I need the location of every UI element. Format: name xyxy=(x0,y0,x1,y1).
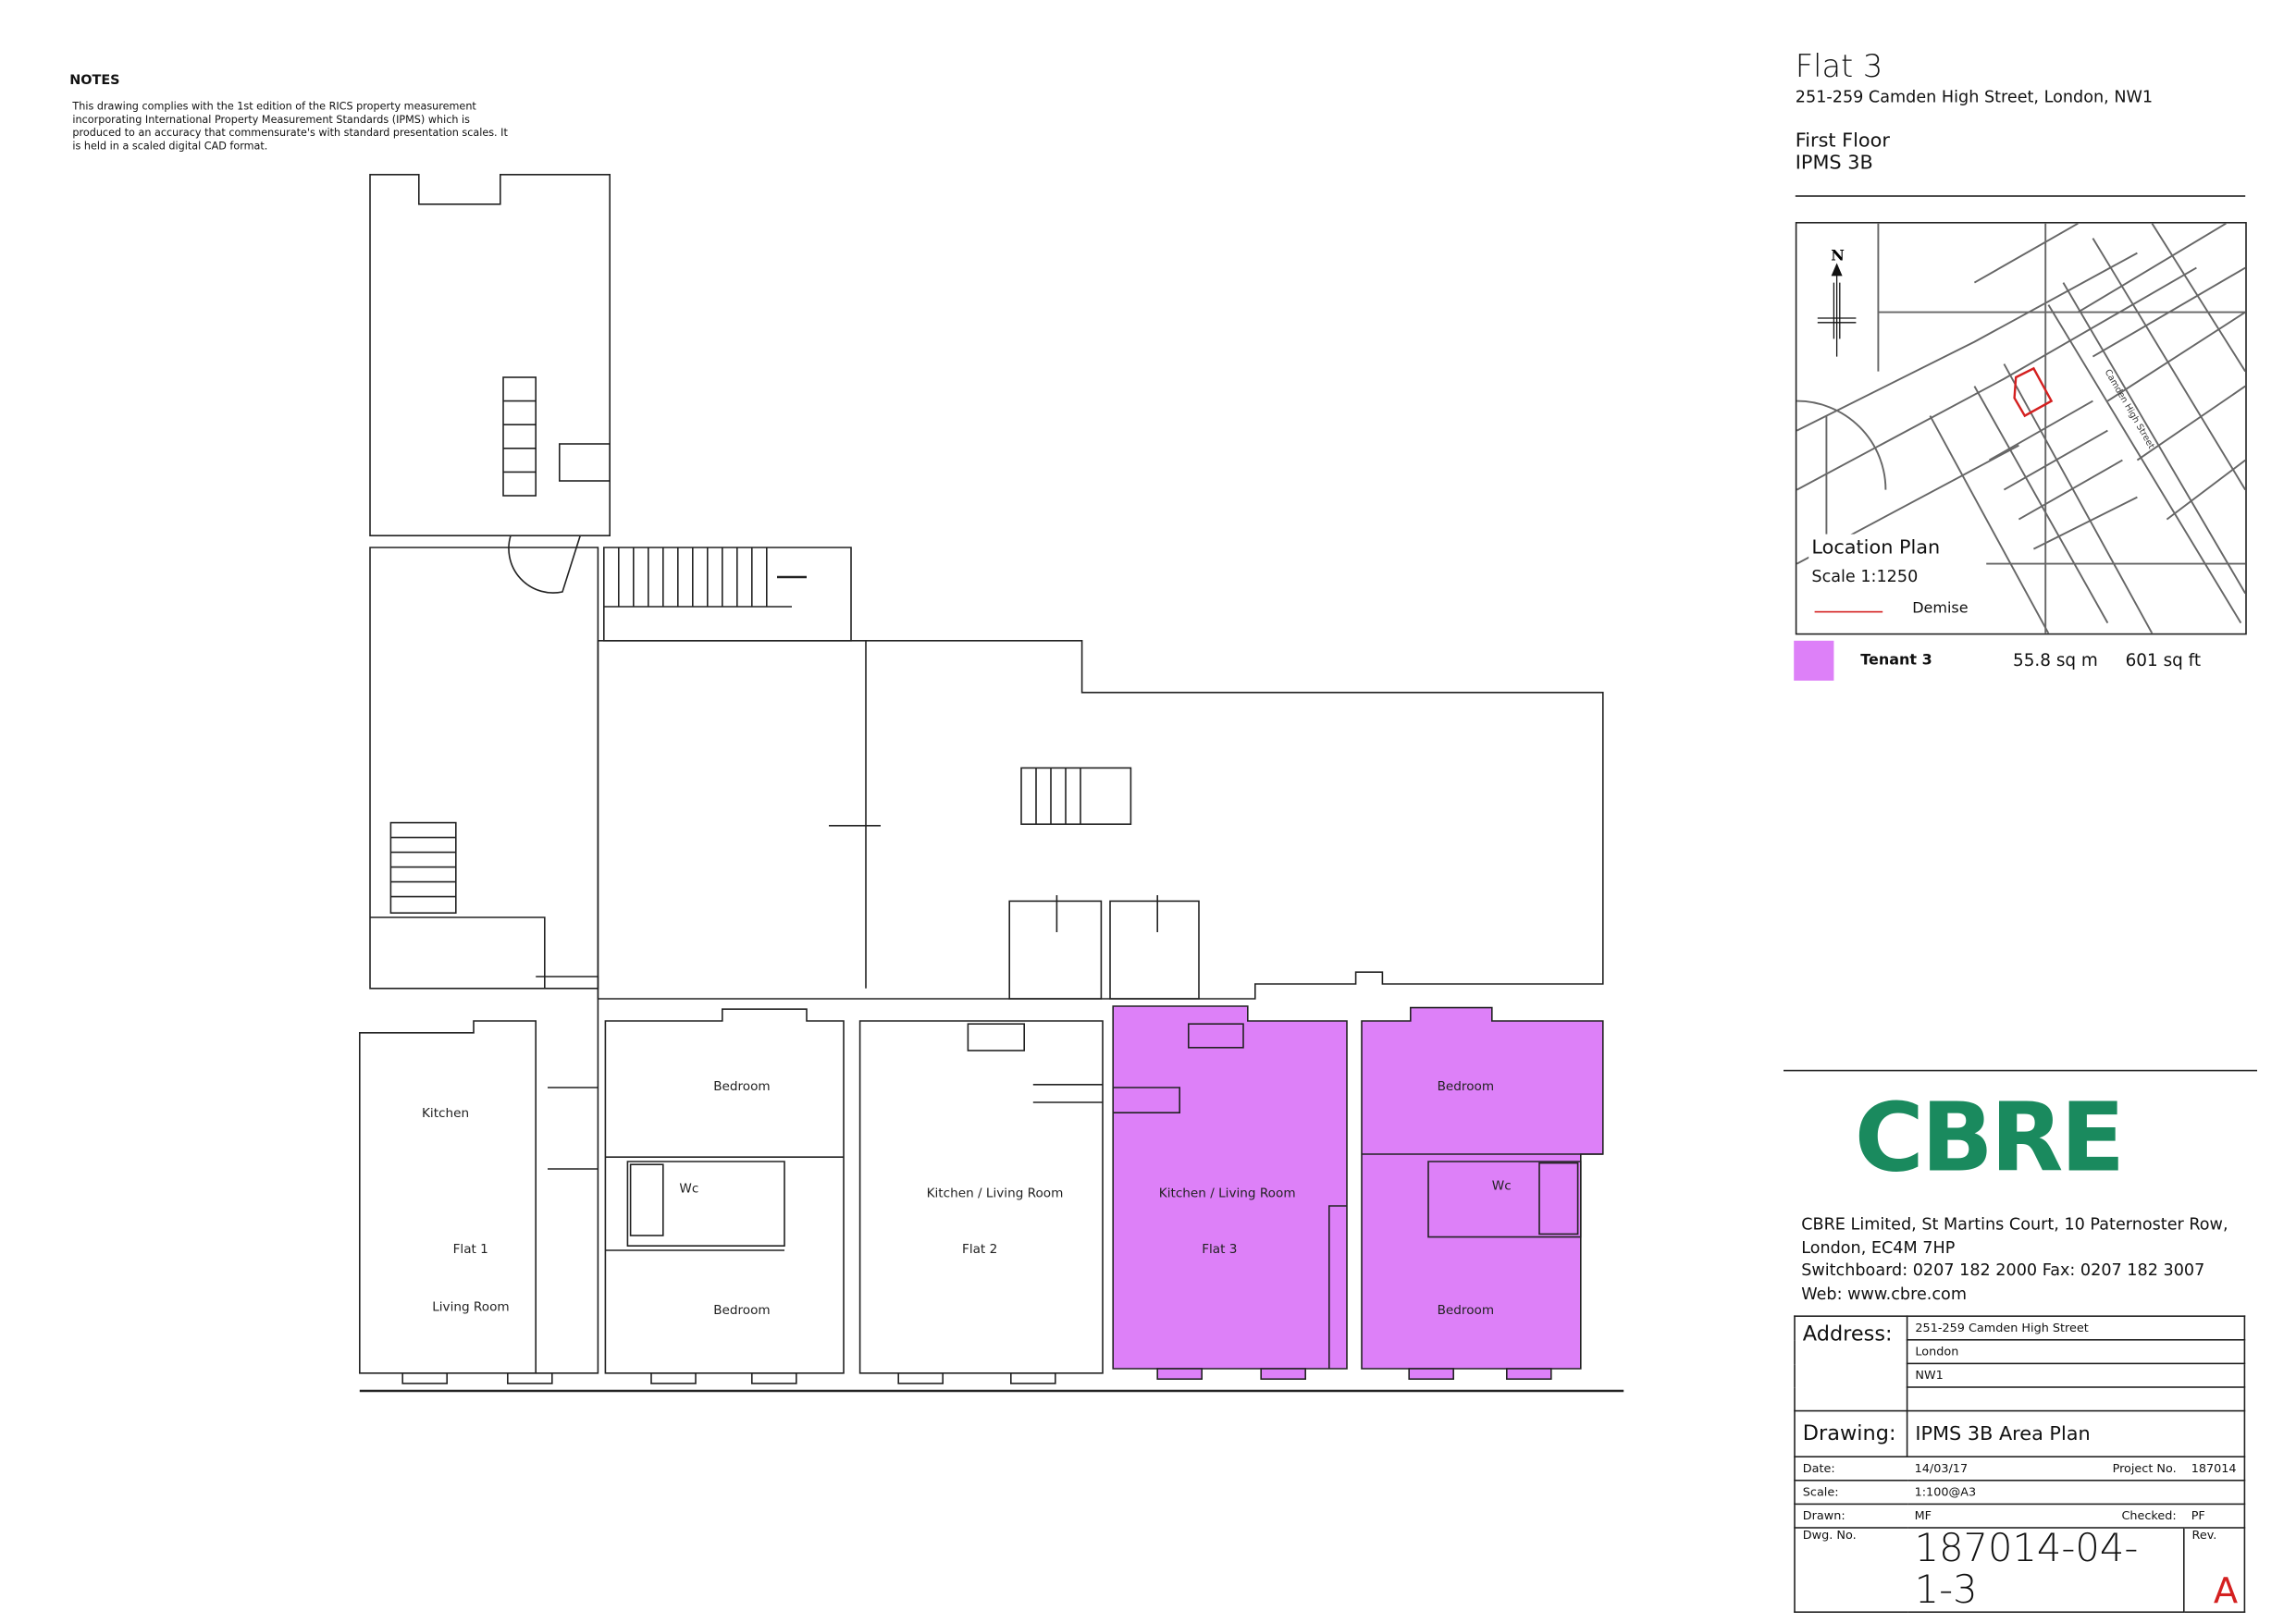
rev-value: A xyxy=(2213,1569,2239,1612)
drawn-label: Drawn: xyxy=(1794,1503,1907,1529)
address-line-3: NW1 xyxy=(1906,1362,2246,1388)
flat2-label: Flat 2 xyxy=(962,1242,997,1257)
room-label-wc: Wc xyxy=(679,1182,698,1197)
tenant-area-sqft: 601 sq ft xyxy=(2125,649,2202,670)
drawing-address: 251-259 Camden High Street, London, NW1 xyxy=(1795,87,2154,107)
address-label: Address: xyxy=(1794,1315,1908,1412)
rev-label: Rev. xyxy=(2191,1528,2217,1543)
checked-label: Checked: xyxy=(2035,1503,2184,1529)
divider xyxy=(1784,1069,2257,1072)
flat2-kitchen-outline xyxy=(858,1020,1104,1374)
north-label: N xyxy=(1831,247,1845,264)
project-value: 187014 xyxy=(2183,1456,2246,1482)
scale-label: Scale: xyxy=(1794,1480,1907,1506)
cbre-logo: CBRE xyxy=(1854,1084,2125,1195)
checked-value: PF xyxy=(2183,1503,2246,1529)
upper-stair-2 xyxy=(559,443,611,482)
company-phone: Switchboard: 0207 182 2000 Fax: 0207 182… xyxy=(1801,1260,2205,1280)
drawing-label: Drawing: xyxy=(1794,1409,1908,1458)
demise-outline xyxy=(2013,366,2054,418)
left-corridor-outline xyxy=(369,547,599,990)
scale-value: 1:100@A3 xyxy=(1907,1480,2246,1506)
company-address-2: London, EC4M 7HP xyxy=(1801,1237,1956,1258)
room-label-kitchen-living: Kitchen / Living Room xyxy=(927,1186,1064,1200)
company-details: CBRE Limited, St Martins Court, 10 Pater… xyxy=(1801,1213,2228,1305)
room-label-kitchen-living: Kitchen / Living Room xyxy=(1159,1186,1296,1200)
title-block: Address: 251-259 Camden High Street Lond… xyxy=(1794,1315,2246,1614)
room-label-bedroom: Bedroom xyxy=(713,1079,770,1094)
rear-stair xyxy=(1020,767,1132,826)
address-line-2: London xyxy=(1906,1339,2246,1365)
location-plan-scale: Scale 1:1250 xyxy=(1811,566,1919,586)
room-label-bedroom: Bedroom xyxy=(1438,1079,1494,1094)
dwg-label: Dwg. No. xyxy=(1794,1527,1907,1614)
closet-2 xyxy=(1109,900,1200,1000)
location-plan: Camden High Street N Location Plan Scale… xyxy=(1795,222,2247,635)
demise-legend-label: Demise xyxy=(1912,600,1969,618)
flat1-label: Flat 1 xyxy=(453,1242,488,1257)
drawing-name: IPMS 3B Area Plan xyxy=(1906,1409,2246,1458)
flat3-label: Flat 3 xyxy=(1202,1242,1237,1257)
room-label-wc: Wc xyxy=(1492,1178,1512,1193)
drawing-title: Flat 3 xyxy=(1795,48,1883,85)
closet-1 xyxy=(1008,900,1103,1000)
notes-heading: NOTES xyxy=(69,74,120,89)
tenant-area-sqm: 55.8 sq m xyxy=(2013,649,2098,670)
demise-legend-line xyxy=(1814,610,1883,613)
date-value: 14/03/17 xyxy=(1907,1456,2036,1482)
room-label-bedroom: Bedroom xyxy=(713,1303,770,1318)
notes-text: This drawing complies with the 1st editi… xyxy=(72,100,508,153)
upper-building-outline xyxy=(369,174,611,537)
flat2-bedroom-block xyxy=(604,1008,845,1374)
dwg-number: 187014-04-1-3 xyxy=(1907,1527,2185,1614)
rear-room-outline xyxy=(597,640,1604,1000)
floor-info: First Floor IPMS 3B xyxy=(1796,130,1890,175)
tenant-color-swatch xyxy=(1794,640,1834,681)
north-arrow-icon xyxy=(1817,263,1857,357)
flat3-demise xyxy=(1112,1005,1604,1381)
room-label-living: Living Room xyxy=(432,1300,509,1315)
location-map: Camden High Street N xyxy=(1796,223,2246,633)
measurement-standard: IPMS 3B xyxy=(1795,152,1873,175)
floor-name: First Floor xyxy=(1795,129,1890,153)
room-label-bedroom: Bedroom xyxy=(1438,1303,1494,1318)
company-web: Web: www.cbre.com xyxy=(1801,1284,1967,1303)
divider xyxy=(1795,195,2246,197)
address-line-1: 251-259 Camden High Street xyxy=(1906,1315,2246,1341)
revision-cell: Rev. A xyxy=(2182,1527,2246,1614)
upper-stair xyxy=(502,376,537,497)
flat1-outline xyxy=(359,1020,537,1374)
room-label-kitchen: Kitchen xyxy=(422,1106,469,1121)
date-label: Date: xyxy=(1794,1456,1907,1482)
stair-block-outline xyxy=(603,547,852,642)
project-label: Project No. xyxy=(2035,1456,2184,1482)
drawn-value: MF xyxy=(1907,1503,2036,1529)
tenant-name: Tenant 3 xyxy=(1860,652,1932,670)
company-address-1: CBRE Limited, St Martins Court, 10 Pater… xyxy=(1801,1214,2228,1235)
location-plan-title: Location Plan xyxy=(1811,536,1941,559)
